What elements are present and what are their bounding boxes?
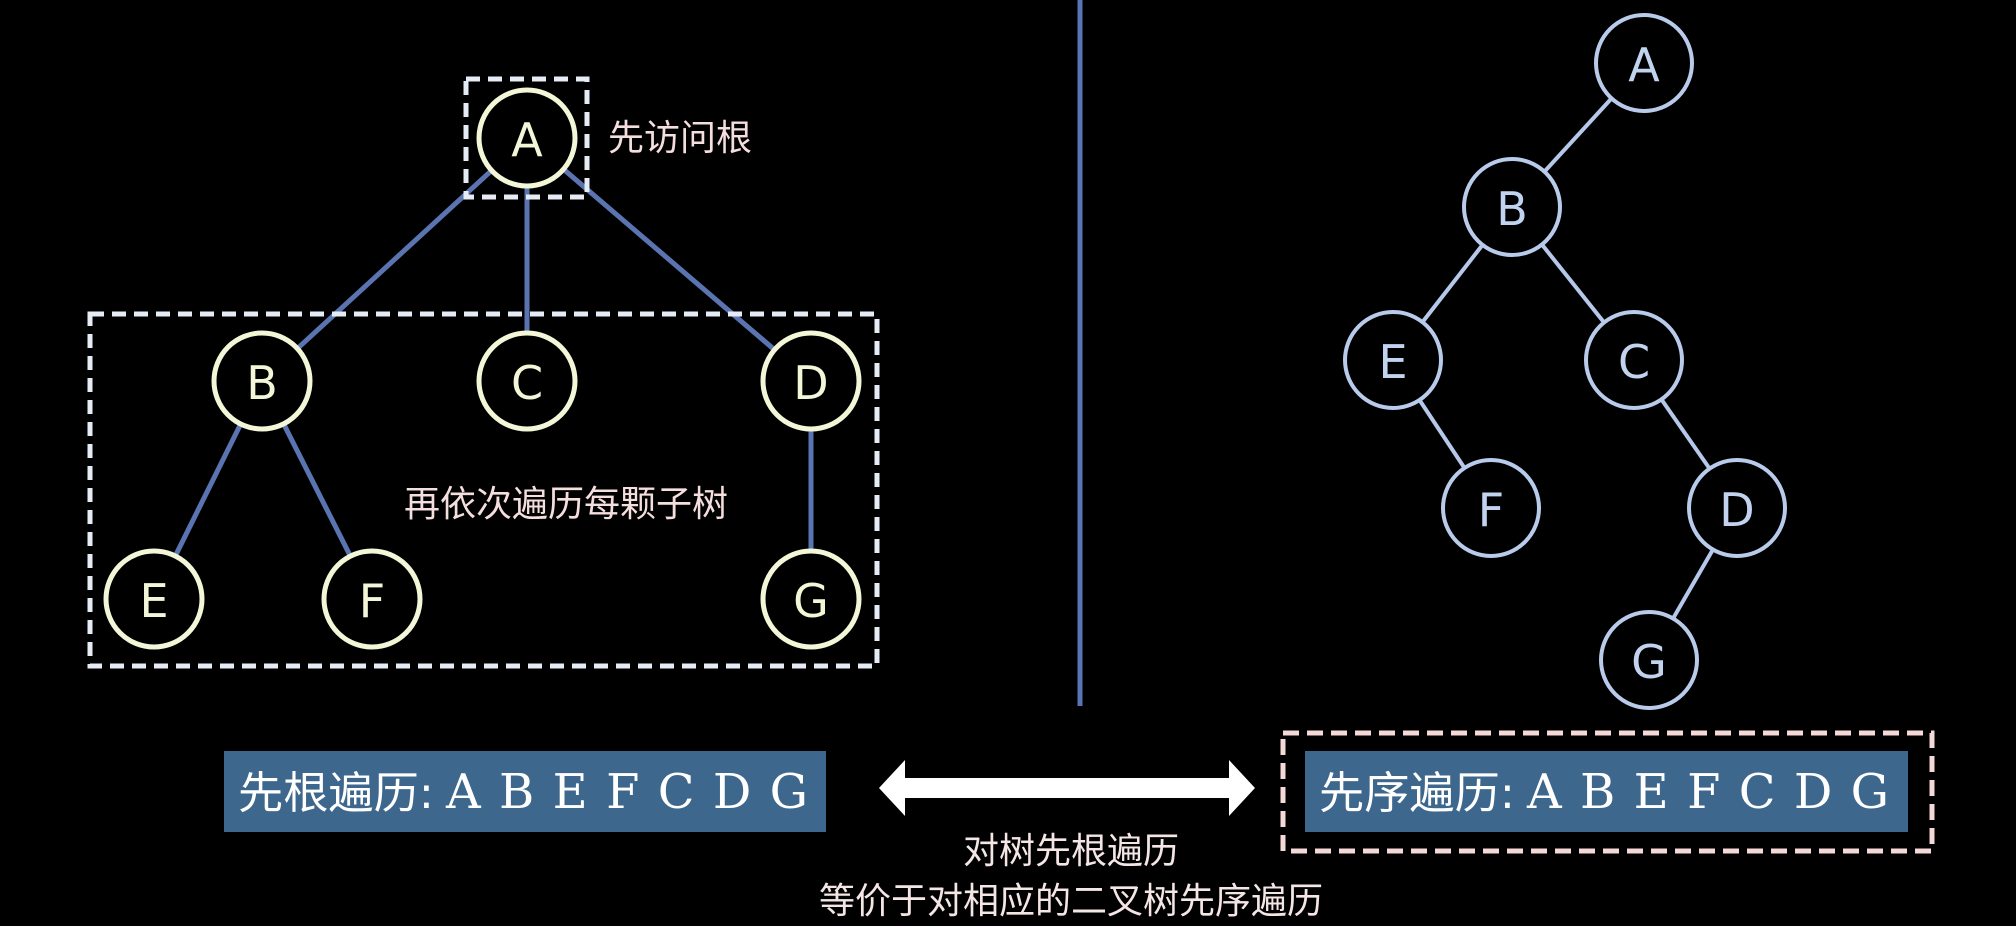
result-label-right: 先序遍历: <box>1319 768 1515 819</box>
node-circle <box>1462 157 1562 257</box>
left-tree-nodes: A B C D E F G <box>103 87 862 650</box>
preorder-binary-result: 先序遍历: A B E F C D G <box>1280 730 1935 854</box>
node-circle <box>1441 458 1541 558</box>
node-circle <box>211 330 313 432</box>
left-tree-node-A: A <box>476 87 578 189</box>
node-circle <box>321 548 423 650</box>
right-tree-edge-C-D <box>1659 398 1712 470</box>
node-circle <box>760 548 862 650</box>
left-tree-edge-A-D <box>561 167 777 352</box>
node-label: E <box>1378 335 1407 389</box>
node-label: D <box>793 356 828 410</box>
right-tree-edge-A-B <box>1542 97 1614 173</box>
node-circle <box>1594 13 1694 113</box>
right-tree-node-C: C <box>1584 310 1684 410</box>
right-tree-edge-B-E <box>1420 243 1485 324</box>
result-box-right <box>1305 751 1908 832</box>
node-label: F <box>1478 483 1504 537</box>
subtree-note: 再依次遍历每颗子树 <box>404 484 728 525</box>
node-circle <box>1343 310 1443 410</box>
right-tree-node-A: A <box>1594 13 1694 113</box>
node-label: C <box>1618 335 1650 389</box>
result-box-left <box>224 751 826 832</box>
node-label: F <box>359 574 385 628</box>
node-circle <box>1584 310 1684 410</box>
node-circle <box>476 87 578 189</box>
node-label: C <box>511 356 543 410</box>
result-highlight-box <box>1280 730 1935 854</box>
node-label: B <box>246 356 278 410</box>
preorder-tree-result: 先根遍历: A B E F C D G <box>224 751 826 832</box>
node-label: E <box>139 574 168 628</box>
node-circle <box>103 548 205 650</box>
left-tree-edge-B-F <box>281 422 353 558</box>
result-label-left: 先根遍历: <box>238 768 434 819</box>
left-tree-node-C: C <box>476 330 578 432</box>
node-label: D <box>1719 483 1754 537</box>
root-note: 先访问根 <box>608 118 752 159</box>
subtrees-highlight-box <box>87 311 880 669</box>
right-tree-edges <box>1417 97 1715 620</box>
node-label: A <box>511 113 543 167</box>
root-highlight-box <box>463 76 590 200</box>
node-circle <box>1687 458 1787 558</box>
left-tree-edge-A-B <box>295 168 494 351</box>
right-tree-edge-E-F <box>1417 398 1467 470</box>
left-tree-edge-B-E <box>173 422 243 558</box>
left-tree-node-B: B <box>211 330 313 432</box>
right-tree-nodes: A B E C F D G <box>1343 13 1787 710</box>
node-circle <box>760 330 862 432</box>
left-tree-node-G: G <box>760 548 862 650</box>
right-tree-node-D: D <box>1687 458 1787 558</box>
right-tree-edge-B-C <box>1540 243 1606 324</box>
node-label: G <box>793 574 829 628</box>
node-label: A <box>1628 38 1660 92</box>
right-tree-edge-D-G <box>1671 548 1715 620</box>
left-tree-node-F: F <box>321 548 423 650</box>
right-tree-node-F: F <box>1441 458 1541 558</box>
equivalence-line-2: 等价于对相应的二叉树先序遍历 <box>819 881 1323 922</box>
left-tree-node-D: D <box>760 330 862 432</box>
result-sequence-right: A B E F C D G <box>1526 764 1889 820</box>
double-arrow-icon <box>879 760 1255 816</box>
node-label: G <box>1631 635 1667 689</box>
equivalence-line-1: 对树先根遍历 <box>963 831 1179 872</box>
right-tree-node-B: B <box>1462 157 1562 257</box>
left-tree-node-E: E <box>103 548 205 650</box>
node-circle <box>1599 610 1699 710</box>
node-label: B <box>1496 182 1528 236</box>
left-tree-edges <box>173 167 814 558</box>
right-tree-node-G: G <box>1599 610 1699 710</box>
result-sequence-left: A B E F C D G <box>445 764 808 820</box>
node-circle <box>476 330 578 432</box>
right-tree-node-E: E <box>1343 310 1443 410</box>
